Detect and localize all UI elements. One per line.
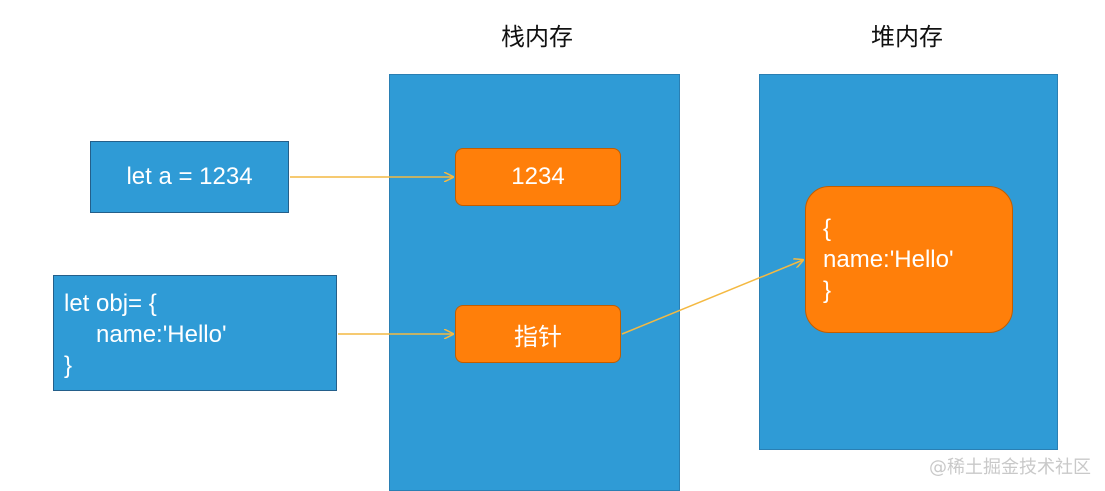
primitive-declaration-text: let a = 1234 — [126, 163, 253, 190]
object-declaration-line-1: let obj= { — [64, 290, 157, 317]
heap-object-line-1: { — [823, 215, 832, 242]
watermark-text: @稀土掘金技术社区 — [929, 457, 1091, 478]
object-declaration-line-2: name:'Hello' — [96, 321, 227, 348]
object-declaration-line-3: } — [64, 352, 73, 379]
heap-object-line-2: name:'Hello' — [823, 246, 954, 273]
stack-memory-panel — [389, 74, 680, 491]
heap-memory-title: 堆内存 — [871, 23, 943, 51]
stack-value-text: 1234 — [511, 163, 565, 190]
stack-pointer-text: 指针 — [514, 322, 562, 351]
object-declaration-box: let obj= { name:'Hello' } — [53, 275, 337, 391]
stack-pointer-cell: 指针 — [455, 305, 621, 363]
stack-value-cell: 1234 — [455, 148, 621, 206]
heap-object-cell: { name:'Hello' } — [805, 186, 1013, 333]
primitive-declaration-box: let a = 1234 — [90, 141, 289, 213]
stack-memory-title: 栈内存 — [501, 23, 573, 51]
heap-object-line-3: } — [823, 277, 832, 304]
